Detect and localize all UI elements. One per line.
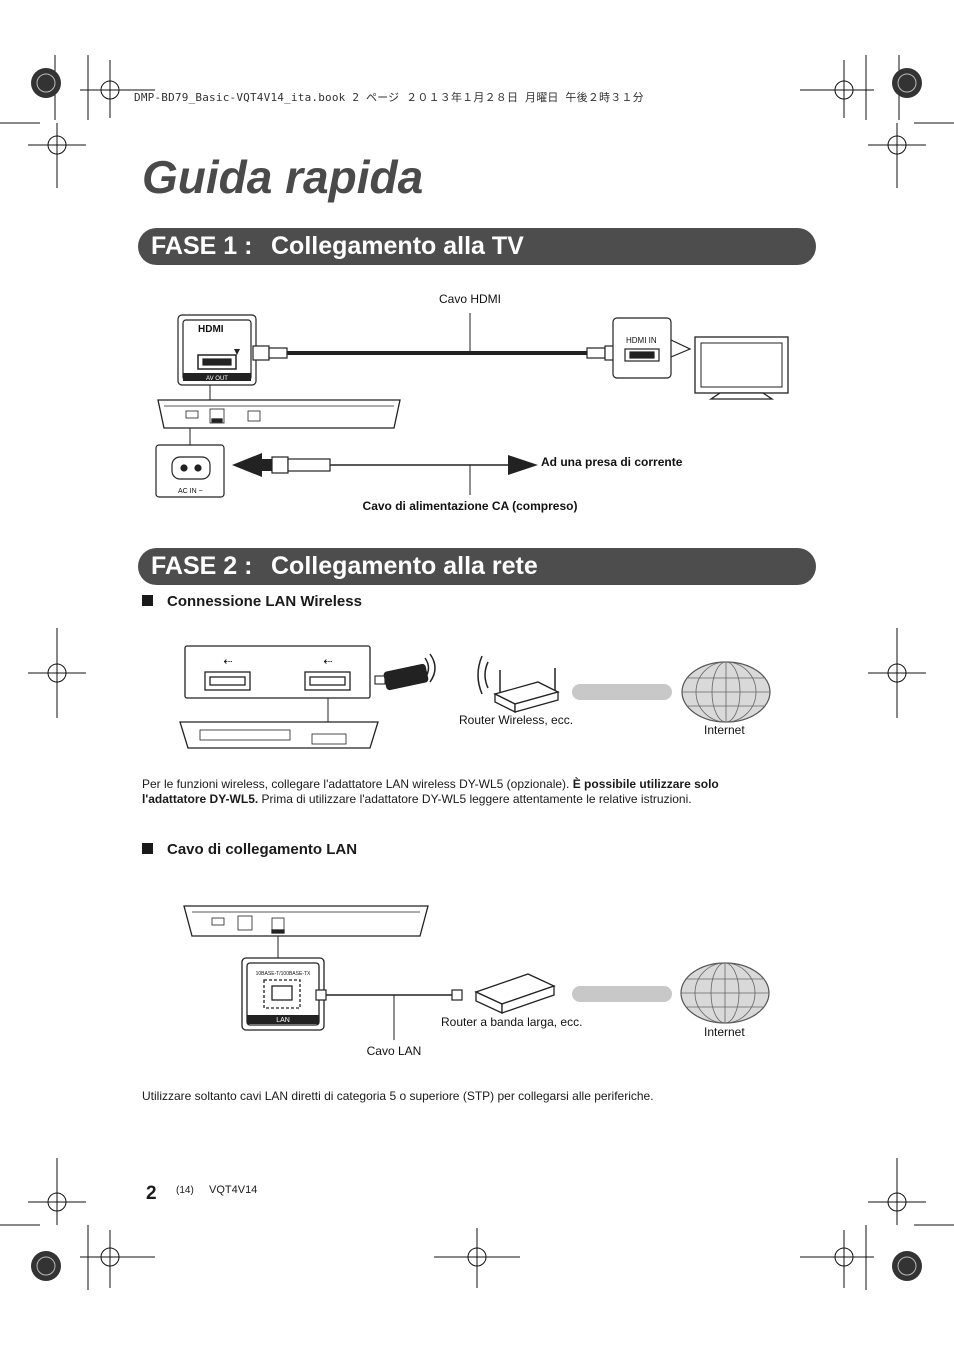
lan-port-spec-label: 10BASE-T/100BASE-TX bbox=[256, 971, 311, 977]
wireless-router-label: Router Wireless, ecc. bbox=[459, 713, 573, 727]
phase-2-label: FASE 2 : bbox=[151, 552, 253, 580]
lan-port-callout bbox=[241, 957, 325, 1031]
phase-2-bar: FASE 2 : Collegamento alla rete bbox=[138, 548, 816, 585]
ac-in-label: AC IN ~ bbox=[178, 488, 203, 495]
wired-internet-label: Internet bbox=[704, 1025, 745, 1039]
power-outlet-label: Ad una presa di corrente bbox=[541, 455, 683, 469]
hdmi-cable-label: Cavo HDMI bbox=[439, 292, 501, 306]
ac-in-callout bbox=[155, 428, 225, 498]
phase-1-label: FASE 1 : bbox=[151, 232, 253, 260]
lan-cable-label: Cavo LAN bbox=[367, 1044, 422, 1058]
lan-cable bbox=[315, 989, 463, 1040]
page-title: Guida rapida bbox=[142, 151, 424, 203]
connection-bar bbox=[572, 986, 672, 1002]
phase-1-heading: Collegamento alla TV bbox=[271, 232, 524, 260]
tv-connection-diagram: HDMI AV OUT Cavo HDMI HDMI IN bbox=[155, 292, 789, 513]
player-device-rear bbox=[183, 905, 429, 937]
ac-cable-label: Cavo di alimentazione CA (compreso) bbox=[363, 499, 578, 513]
document-code: VQT4V14 bbox=[209, 1184, 258, 1196]
lan-port-label: LAN bbox=[276, 1017, 290, 1024]
wireless-diagram: ⇠ ⇠ Router Wireless, ecc. Internet bbox=[179, 645, 771, 749]
connection-bar bbox=[572, 684, 672, 700]
wireless-internet-label: Internet bbox=[704, 723, 745, 737]
power-cable bbox=[232, 453, 538, 495]
internet-globe-icon bbox=[681, 661, 771, 723]
broadband-router-icon bbox=[474, 973, 556, 1015]
registration-rosette-icon bbox=[31, 68, 922, 1281]
wired-note: Utilizzare soltanto cavi LAN diretti di … bbox=[142, 1089, 654, 1103]
phase-2-heading: Collegamento alla rete bbox=[271, 552, 538, 580]
av-out-label: AV OUT bbox=[206, 376, 228, 382]
hdmi-out-callout bbox=[177, 314, 257, 386]
wireless-subheading: Connessione LAN Wireless bbox=[142, 593, 362, 610]
wired-subheading: Cavo di collegamento LAN bbox=[142, 841, 357, 858]
usb-icon: ⇠ bbox=[223, 656, 232, 668]
book-info-header: DMP-BD79_Basic-VQT4V14_ita.book 2 ページ ２０… bbox=[134, 91, 644, 104]
usb-ports-callout bbox=[184, 645, 371, 699]
page-number: 2 bbox=[146, 1183, 157, 1204]
hdmi-in-callout bbox=[612, 317, 692, 379]
hdmi-logo-text: HDMI bbox=[198, 324, 224, 335]
wired-diagram: 10BASE-T/100BASE-TX LAN Router a banda l… bbox=[183, 905, 770, 1058]
broadband-router-label: Router a banda larga, ecc. bbox=[441, 1015, 582, 1029]
wireless-note: Per le funzioni wireless, collegare l'ad… bbox=[142, 777, 719, 806]
hdmi-cable bbox=[252, 313, 618, 361]
wireless-adapter-icon bbox=[374, 653, 436, 691]
page-reference: (14) bbox=[176, 1185, 194, 1196]
phase-1-bar: FASE 1 : Collegamento alla TV bbox=[138, 228, 816, 265]
tv-icon bbox=[694, 336, 789, 400]
usb-icon: ⇠ bbox=[323, 656, 332, 668]
internet-globe-icon bbox=[680, 962, 770, 1024]
hdmi-in-label: HDMI IN bbox=[626, 336, 657, 345]
player-device-front bbox=[179, 721, 379, 749]
wireless-router-icon bbox=[477, 655, 560, 714]
player-device-front bbox=[157, 399, 401, 429]
